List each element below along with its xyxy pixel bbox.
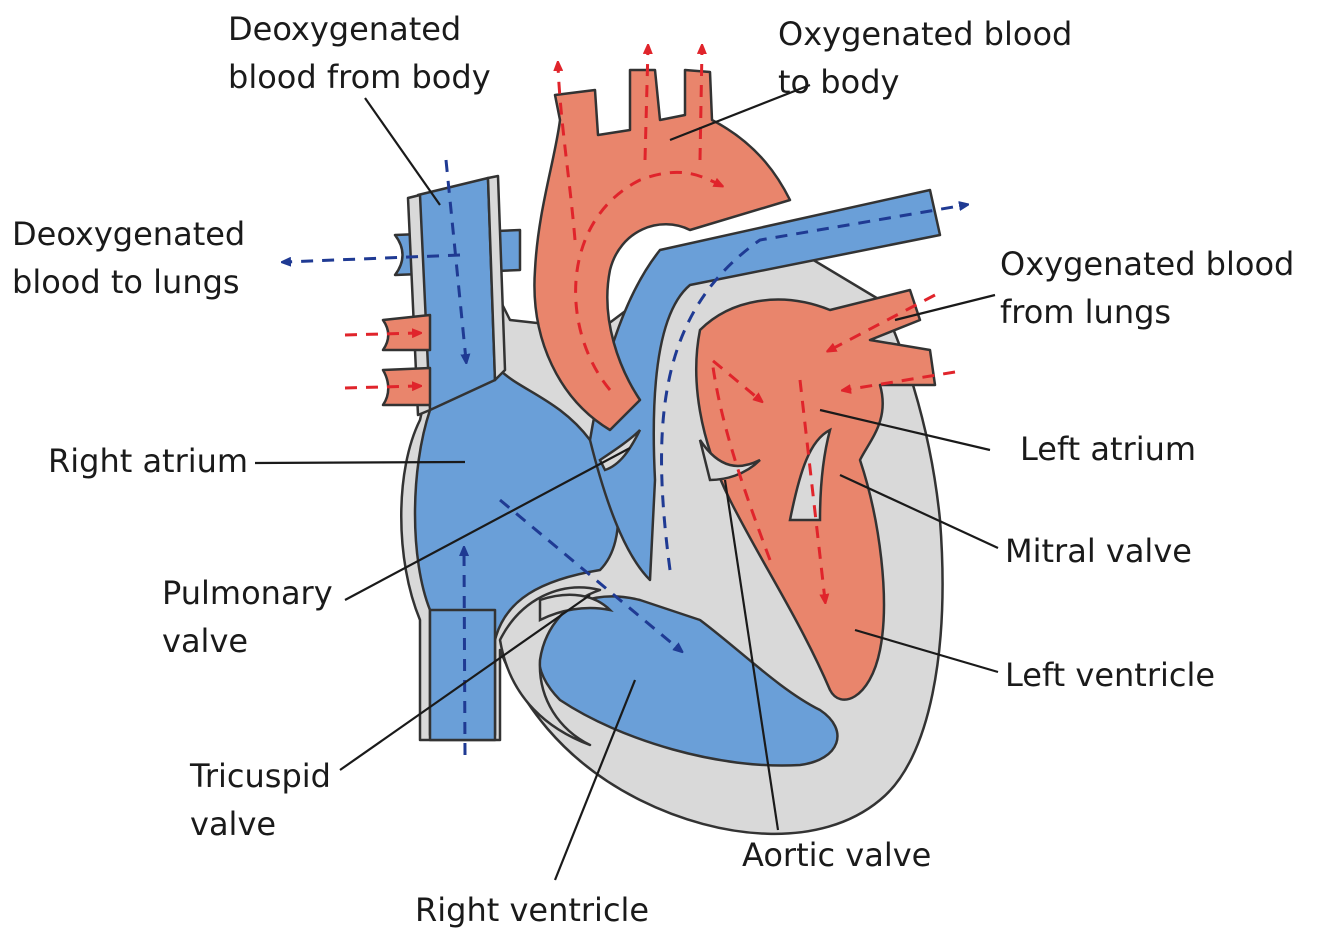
label-pulmonary-valve-line1: Pulmonary <box>162 574 333 612</box>
label-deoxy-to-lungs-line1: Deoxygenated <box>12 215 245 253</box>
leader-right-atrium <box>255 462 465 463</box>
label-right-atrium: Right atrium <box>48 442 248 480</box>
label-oxy-to-body-line1: Oxygenated blood <box>778 15 1072 53</box>
label-mitral-valve: Mitral valve <box>1005 532 1192 570</box>
inferior-vena-cava <box>430 610 495 740</box>
label-tricuspid-valve-line2: valve <box>190 805 276 843</box>
label-pulmonary-valve-line2: valve <box>162 622 248 660</box>
label-deoxy-to-lungs-line2: blood to lungs <box>12 263 240 301</box>
label-deoxy-from-body-line1: Deoxygenated <box>228 10 461 48</box>
leader-deoxy-from-body <box>365 98 440 205</box>
label-oxy-from-lungs-line2: from lungs <box>1000 293 1171 331</box>
label-deoxy-from-body-line2: blood from body <box>228 58 491 96</box>
label-left-atrium: Left atrium <box>1020 430 1196 468</box>
label-left-ventricle: Left ventricle <box>1005 656 1215 694</box>
label-oxy-to-body-line2: to body <box>778 63 899 101</box>
label-oxy-from-lungs-line1: Oxygenated blood <box>1000 245 1294 283</box>
label-right-ventricle: Right ventricle <box>415 891 649 929</box>
label-tricuspid-valve-line1: Tricuspid <box>189 757 331 795</box>
label-aortic-valve: Aortic valve <box>742 836 931 874</box>
